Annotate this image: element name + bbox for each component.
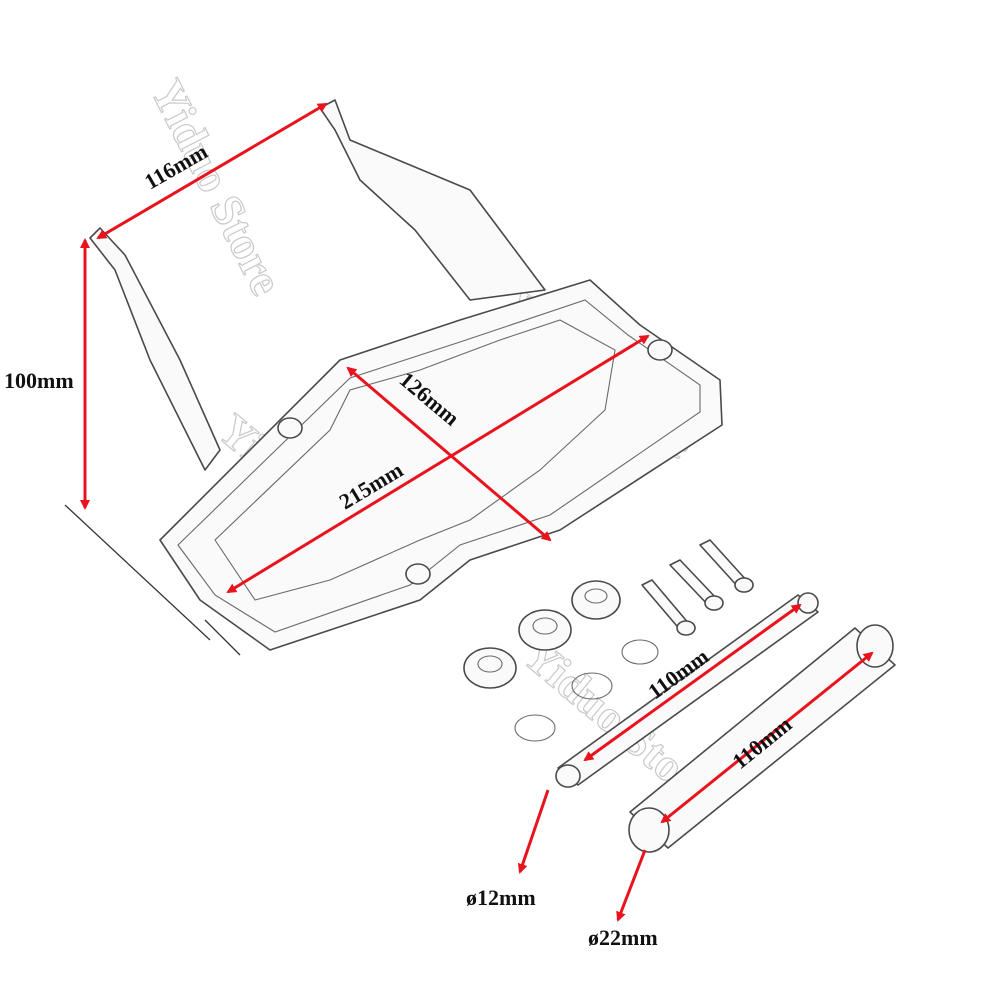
screw-3 (699, 539, 754, 593)
spacer-2 (518, 609, 572, 651)
washer-ring-3 (621, 639, 659, 665)
spacer-1 (463, 647, 517, 689)
arrow-116mm (96, 102, 328, 240)
washer-ring-1 (514, 714, 556, 742)
left-strut (89, 227, 221, 471)
screw-2 (669, 559, 724, 611)
arrow-dia-12mm (517, 789, 550, 874)
label-dia-12mm: ø12mm (466, 885, 536, 910)
arrow-126mm (346, 366, 552, 542)
dimension-arrows (80, 102, 874, 922)
arrow-dia-22mm (616, 849, 647, 922)
mounting-hole-bottom (405, 563, 431, 585)
label-100mm: 100mm (4, 368, 74, 393)
ext-line-215-left (204, 619, 241, 656)
screws (641, 539, 754, 636)
screw-1 (641, 579, 696, 636)
spacer-3 (571, 580, 621, 620)
mounting-hole-right (647, 339, 673, 361)
ext-line-100-bottom (64, 504, 211, 641)
plate-frame (159, 279, 723, 651)
arrow-110mm-large (660, 651, 874, 824)
label-dia-22mm: ø22mm (588, 925, 658, 950)
mounting-hole-left (277, 417, 303, 439)
extension-lines (64, 504, 241, 656)
rear-strut (319, 99, 546, 301)
